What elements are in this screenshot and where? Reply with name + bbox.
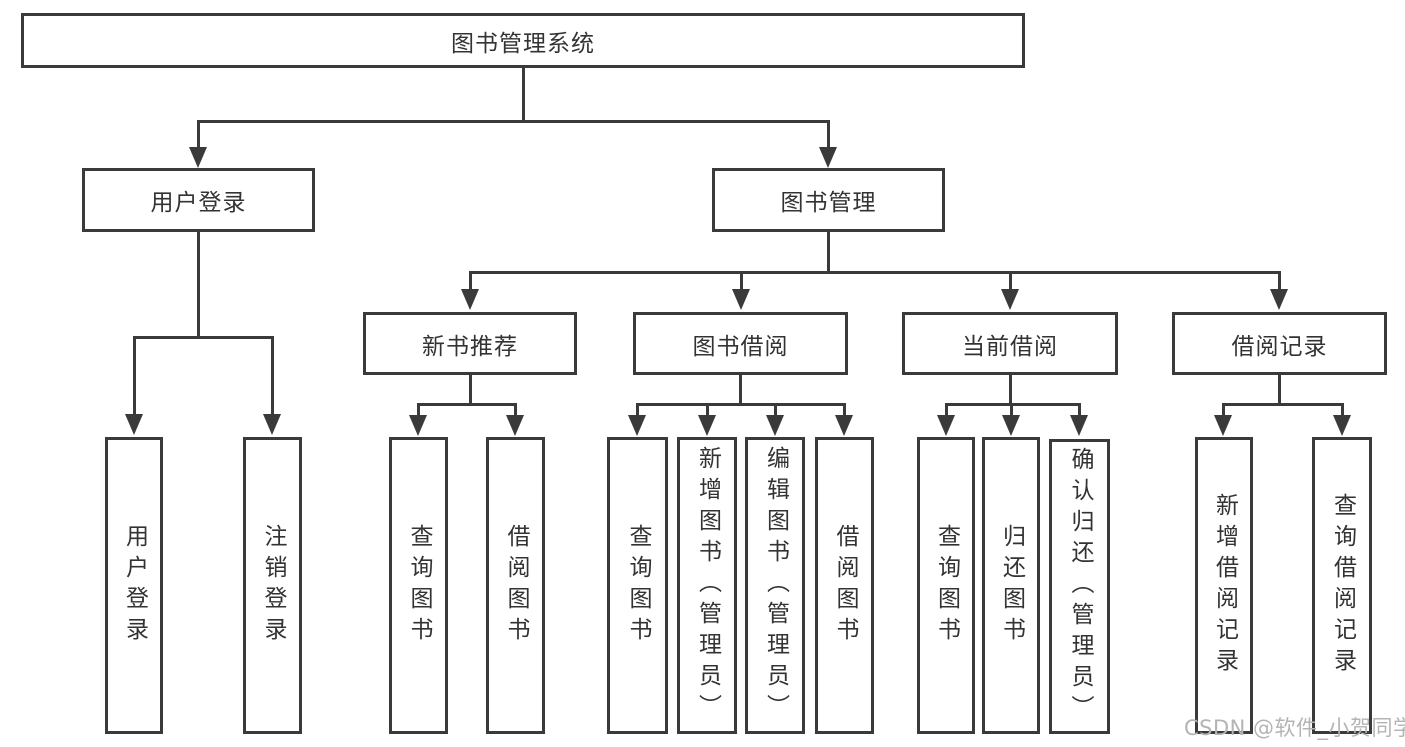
- arrowhead-down-icon: [937, 415, 955, 436]
- arrowhead-down-icon: [461, 289, 479, 310]
- leaf-return-books: 归还图书: [982, 437, 1040, 734]
- connector-leaf-stem: [271, 336, 274, 416]
- connector-leaf-stem: [1010, 403, 1013, 417]
- node-book-borrow: 图书借阅: [633, 312, 848, 375]
- leaf-query-books-current: 查询图书: [917, 437, 975, 734]
- connector-module-stem: [469, 271, 472, 291]
- leaf-logout: 注销登录: [243, 437, 302, 734]
- connector-root-stem: [522, 68, 525, 122]
- arrowhead-down-icon: [189, 147, 207, 168]
- connector-leaf-stem: [1341, 403, 1344, 417]
- connector-leaf-stem: [843, 403, 846, 417]
- leaf-query-borrow-record-label: 查询借阅记录: [1329, 492, 1356, 679]
- node-book-borrow-label: 图书借阅: [692, 333, 789, 360]
- arrowhead-down-icon: [1270, 289, 1288, 310]
- leaf-add-books-admin: 新增图书（管理员）: [677, 437, 737, 734]
- node-root-system: 图书管理系统: [21, 13, 1025, 68]
- connector-user-login-stem: [197, 232, 200, 339]
- connector-leaf-stem: [133, 336, 136, 416]
- leaf-confirm-return-admin: 确认归还（管理员）: [1049, 439, 1110, 734]
- connector-book-mgmt-bar: [469, 271, 1281, 274]
- node-root-label: 图书管理系统: [451, 30, 595, 57]
- leaf-confirm-return-admin-label: 确认归还（管理员）: [1067, 447, 1093, 726]
- node-book-management-branch: 图书管理: [712, 168, 945, 232]
- connector-module-down: [1278, 375, 1281, 406]
- node-new-book-recommend-label: 新书推荐: [422, 333, 518, 360]
- connector-leaf-stem: [514, 403, 517, 417]
- leaf-edit-books-admin: 编辑图书（管理员）: [745, 437, 805, 734]
- connector-leaf-stem: [417, 403, 420, 417]
- arrowhead-down-icon: [628, 415, 646, 436]
- leaf-edit-books-admin-label: 编辑图书（管理员）: [762, 446, 789, 725]
- leaf-borrow-books-recommend: 借阅图书: [486, 437, 545, 734]
- connector-user-login-bar: [133, 336, 274, 339]
- node-current-borrow: 当前借阅: [902, 312, 1118, 375]
- arrowhead-down-icon: [1001, 289, 1019, 310]
- connector-module-down: [469, 375, 472, 406]
- connector-root-bar: [197, 120, 830, 123]
- leaf-query-books-current-label: 查询图书: [933, 523, 960, 648]
- leaf-borrow-books: 借阅图书: [815, 437, 874, 734]
- arrowhead-down-icon: [732, 289, 750, 310]
- node-borrow-record-label: 借阅记录: [1231, 333, 1328, 360]
- arrowhead-down-icon: [506, 415, 524, 436]
- connector-leaf-stem: [1078, 403, 1081, 417]
- arrowhead-down-icon: [835, 415, 853, 436]
- arrowhead-down-icon: [698, 415, 716, 436]
- node-borrow-record: 借阅记录: [1172, 312, 1387, 375]
- arrowhead-down-icon: [1333, 415, 1351, 436]
- leaf-query-borrow-record: 查询借阅记录: [1312, 437, 1372, 734]
- connector-branch-left-stem: [197, 120, 200, 150]
- leaf-borrow-books-label: 借阅图书: [832, 523, 858, 648]
- arrowhead-down-icon: [1002, 415, 1020, 436]
- connector-module-down: [1009, 375, 1012, 406]
- node-user-login-branch-label: 用户登录: [150, 190, 247, 216]
- connector-module-stem: [1278, 271, 1281, 291]
- connector-book-mgmt-stem: [827, 232, 830, 274]
- arrowhead-down-icon: [819, 147, 837, 168]
- connector-leaf-stem: [706, 403, 709, 417]
- connector-branch-right-stem: [827, 120, 830, 150]
- connector-module-bar: [417, 403, 517, 406]
- node-new-book-recommend: 新书推荐: [363, 312, 577, 375]
- arrowhead-down-icon: [1214, 415, 1232, 436]
- connector-leaf-stem: [1222, 403, 1225, 417]
- leaf-add-books-admin-label: 新增图书（管理员）: [694, 446, 721, 725]
- connector-leaf-stem: [945, 403, 948, 417]
- leaf-borrow-books-recommend-label: 借阅图书: [503, 523, 529, 648]
- arrowhead-down-icon: [263, 414, 281, 435]
- leaf-query-books-recommend-label: 查询图书: [406, 523, 432, 648]
- leaf-user-login: 用户登录: [105, 437, 163, 734]
- arrowhead-down-icon: [125, 414, 143, 435]
- connector-module-bar: [636, 403, 846, 406]
- leaf-query-books-recommend: 查询图书: [389, 437, 448, 734]
- leaf-query-books-borrow: 查询图书: [607, 437, 668, 734]
- arrowhead-down-icon: [766, 415, 784, 436]
- node-book-management-branch-label: 图书管理: [780, 190, 877, 216]
- leaf-add-borrow-record: 新增借阅记录: [1195, 437, 1253, 734]
- connector-leaf-stem: [636, 403, 639, 417]
- connector-module-bar: [1222, 403, 1343, 406]
- connector-module-stem: [740, 271, 743, 291]
- leaf-add-borrow-record-label: 新增借阅记录: [1211, 492, 1238, 679]
- node-current-borrow-label: 当前借阅: [962, 333, 1058, 360]
- connector-module-stem: [1009, 271, 1012, 291]
- leaf-query-books-borrow-label: 查询图书: [625, 523, 651, 648]
- leaf-return-books-label: 归还图书: [998, 523, 1025, 648]
- watermark-text: CSDN @软件_小贺同学: [1184, 716, 1405, 740]
- leaf-user-login-label: 用户登录: [121, 523, 148, 648]
- arrowhead-down-icon: [409, 415, 427, 436]
- node-user-login-branch: 用户登录: [82, 168, 315, 232]
- connector-leaf-stem: [774, 403, 777, 417]
- arrowhead-down-icon: [1070, 415, 1088, 436]
- leaf-logout-label: 注销登录: [260, 523, 286, 648]
- connector-module-down: [739, 375, 742, 406]
